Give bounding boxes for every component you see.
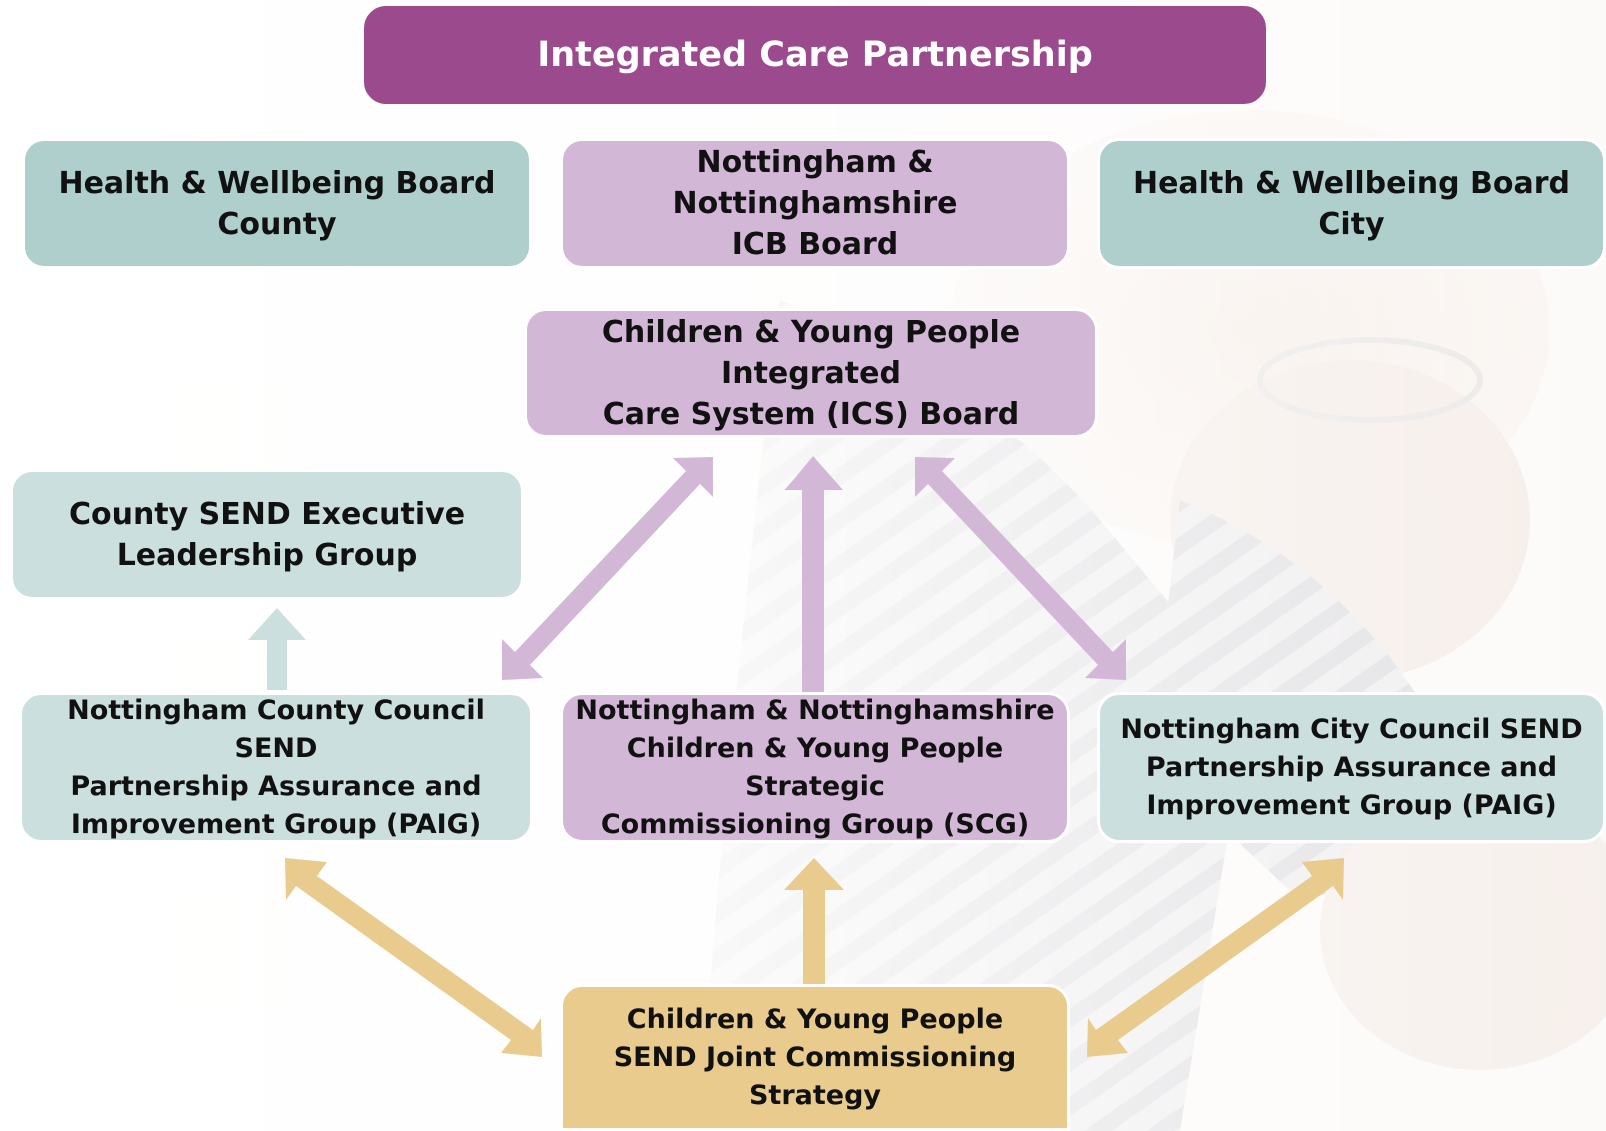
icb-board-label: Nottingham & Nottinghamshire ICB Board <box>672 145 958 262</box>
hwb-city-label: Health & Wellbeing Board City <box>1132 165 1571 242</box>
scg-box: Nottingham & Nottinghamshire Children & … <box>560 692 1070 843</box>
scg-label: Nottingham & Nottinghamshire Children & … <box>575 694 1055 840</box>
county-send-elg-label: County SEND Executive Leadership Group <box>68 496 466 573</box>
county-paig-box: Nottingham County Council SEND Partnersh… <box>19 692 533 843</box>
double-arrow-ics-city-paig <box>915 457 1126 680</box>
cyp-ics-board-label: Children & Young People Integrated Care … <box>601 314 1021 432</box>
arrow-county-paig-to-elg <box>248 608 306 690</box>
double-arrow-county-paig-strategy <box>285 858 542 1057</box>
county-paig-label: Nottingham County Council SEND Partnersh… <box>67 694 485 840</box>
double-arrow-ics-county-paig <box>502 457 713 680</box>
city-paig-box: Nottingham City Council SEND Partnership… <box>1097 692 1606 843</box>
city-paig-label: Nottingham City Council SEND Partnership… <box>1120 713 1583 821</box>
header-title: Integrated Care Partnership <box>537 35 1093 75</box>
icb-board-box: Nottingham & Nottinghamshire ICB Board <box>560 138 1070 269</box>
arrow-scg-to-ics-board-head <box>785 456 843 490</box>
hwb-county-box: Health & Wellbeing Board County <box>22 138 532 269</box>
hwb-county-label: Health & Wellbeing Board County <box>58 165 496 242</box>
arrow-scg-to-ics-board-shaft <box>802 490 824 700</box>
integrated-care-partnership-header: Integrated Care Partnership <box>364 6 1266 104</box>
arrow-strategy-to-scg <box>784 858 844 1000</box>
double-arrow-city-paig-strategy <box>1087 858 1344 1057</box>
joint-commissioning-strategy-box: Children & Young People SEND Joint Commi… <box>560 984 1070 1131</box>
county-send-elg-box: County SEND Executive Leadership Group <box>10 469 524 600</box>
hwb-city-box: Health & Wellbeing Board City <box>1097 138 1606 269</box>
cyp-ics-board-box: Children & Young People Integrated Care … <box>524 308 1098 438</box>
joint-commissioning-strategy-label: Children & Young People SEND Joint Commi… <box>613 1003 1017 1111</box>
